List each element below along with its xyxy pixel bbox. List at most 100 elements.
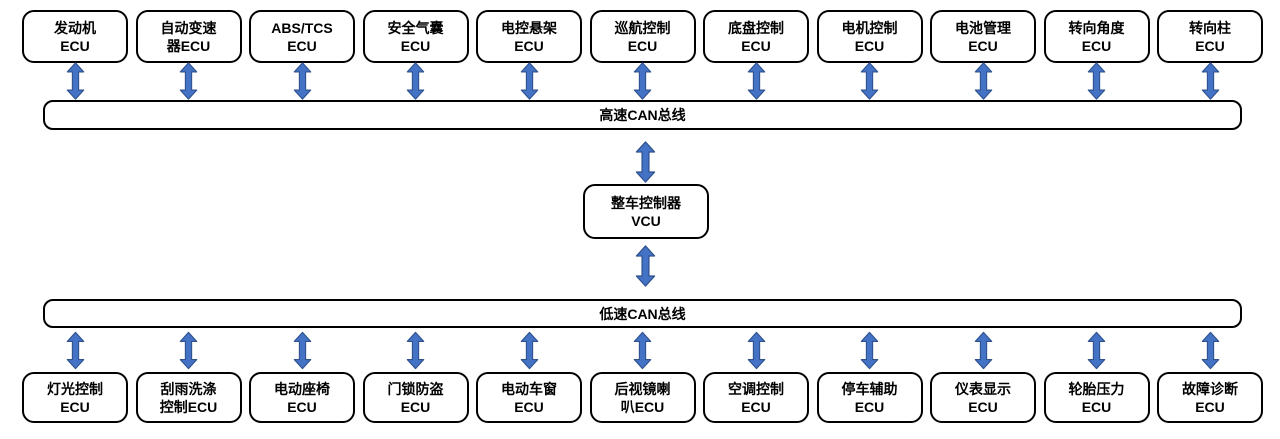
double-arrow-icon [817,62,923,100]
double-arrow-icon [635,243,656,289]
double-arrow-icon [249,331,355,370]
double-arrow-icon [476,331,582,370]
ecu-box-engine: 发动机 ECU [22,10,128,63]
double-arrow-icon [930,62,1036,100]
double-arrow-icon [476,62,582,100]
ecu-label-line: ABS/TCS [271,19,333,36]
ecu-label-line: 故障诊断 [1182,380,1238,397]
high-speed-ecu-row: 发动机 ECU 自动变速 器ECU ABS/TCS ECU 安全气囊 ECU 电… [22,10,1263,63]
ecu-label-line: ECU [741,37,771,54]
vcu-box: 整车控制器 VCU [583,184,709,239]
ecu-label-line: ECU [400,398,431,415]
ecu-box-mirror-horn: 后视镜喇 叭ECU [589,372,696,423]
ecu-box-lighting-control: 灯光控制 ECU [22,372,128,423]
ecu-label-line: ECU [1081,37,1112,54]
ecu-box-steering-angle: 转向角度 ECU [1043,10,1150,63]
double-arrow-icon [1044,62,1150,100]
double-arrow-icon [1157,331,1263,370]
ecu-label-line: ECU [627,37,658,54]
ecu-label-line: 转向柱 [1189,19,1231,36]
low-speed-can-bus: 低速CAN总线 [43,299,1242,328]
ecu-label-line: 刮雨洗涤 [160,380,217,397]
ecu-label-line: 叭ECU [620,398,665,415]
double-arrow-icon [1044,331,1150,370]
ecu-box-airbag: 安全气囊 ECU [362,10,469,63]
ecu-label-line: 轮胎压力 [1068,380,1125,397]
ecu-label-line: 空调控制 [728,380,784,397]
double-arrow-icon [703,62,809,100]
ecu-label-line: 安全气囊 [387,19,444,36]
ecu-label-line: 电控悬架 [501,19,557,36]
ecu-box-power-seat: 电动座椅 ECU [249,372,355,423]
double-arrow-icon [590,331,696,370]
double-arrow-icon [635,141,656,183]
vcu-label-line: 整车控制器 [611,194,681,211]
double-arrow-icon [363,331,469,370]
double-arrow-icon [1157,62,1263,100]
ecu-label-line: 发动机 [54,19,96,36]
ecu-label-line: ECU [400,37,431,54]
ecu-label-line: ECU [514,398,544,415]
ecu-label-line: 巡航控制 [614,19,671,36]
bus-label: 低速CAN总线 [599,305,686,322]
ecu-label-line: ECU [60,37,90,54]
low-speed-arrow-row [22,331,1263,370]
ecu-box-motor-control: 电机控制 ECU [816,10,923,63]
ecu-label-line: 仪表显示 [955,380,1011,397]
ecu-box-transmission: 自动变速 器ECU [135,10,242,63]
ecu-label-line: 器ECU [166,37,211,54]
ecu-label-line: ECU [287,398,317,415]
ecu-label-line: 底盘控制 [728,19,784,36]
double-arrow-icon [590,62,696,100]
ecu-box-suspension: 电控悬架 ECU [476,10,582,63]
ecu-label-line: 电动座椅 [274,380,330,397]
ecu-label-line: ECU [1195,398,1225,415]
double-arrow-icon [930,331,1036,370]
ecu-box-steering-column: 转向柱 ECU [1157,10,1263,63]
ecu-label-line: 后视镜喇 [614,380,671,397]
ecu-label-line: 控制ECU [159,398,218,415]
ecu-label-line: 门锁防盗 [387,380,444,397]
ecu-box-chassis-control: 底盘控制 ECU [703,10,809,63]
ecu-label-line: 电机控制 [841,19,898,36]
ecu-box-door-lock-antitheft: 门锁防盗 ECU [362,372,469,423]
double-arrow-icon [703,331,809,370]
double-arrow-icon [249,62,355,100]
bus-label: 高速CAN总线 [599,107,686,123]
ecu-label-line: ECU [741,398,771,415]
double-arrow-icon [22,62,128,100]
ecu-label-line: 灯光控制 [47,380,103,397]
ecu-label-line: 停车辅助 [841,380,898,397]
double-arrow-icon [817,331,923,370]
ecu-label-line: ECU [1081,398,1112,415]
double-arrow-icon [136,62,242,100]
ecu-box-fault-diagnostics: 故障诊断 ECU [1157,372,1263,423]
ecu-label-line: ECU [1195,37,1225,54]
vcu-label-line: VCU [631,212,661,229]
ecu-box-ac-control: 空调控制 ECU [703,372,809,423]
ecu-label-line: ECU [968,37,998,54]
ecu-box-battery-management: 电池管理 ECU [930,10,1036,63]
ecu-box-power-window: 电动车窗 ECU [476,372,582,423]
ecu-box-cruise-control: 巡航控制 ECU [589,10,696,63]
ecu-box-wiper-washer: 刮雨洗涤 控制ECU [135,372,242,423]
ecu-label-line: ECU [854,398,885,415]
ecu-label-line: ECU [968,398,998,415]
low-speed-ecu-row: 灯光控制 ECU 刮雨洗涤 控制ECU 电动座椅 ECU 门锁防盗 ECU 电动… [22,372,1263,423]
double-arrow-icon [136,331,242,370]
high-speed-arrow-row [22,62,1263,100]
high-speed-can-bus: 高速CAN总线 [43,100,1242,130]
ecu-label-line: 电池管理 [955,19,1011,36]
double-arrow-icon [363,62,469,100]
ecu-label-line: ECU [854,37,885,54]
ecu-label-line: 电动车窗 [501,380,557,397]
ecu-label-line: 转向角度 [1068,19,1125,36]
ecu-label-line: ECU [287,37,317,54]
ecu-label-line: ECU [60,398,90,415]
ecu-box-abs-tcs: ABS/TCS ECU [249,10,355,63]
ecu-label-line: ECU [514,37,544,54]
ecu-box-parking-assist: 停车辅助 ECU [816,372,923,423]
ecu-label-line: 自动变速 [160,19,217,36]
ecu-box-tire-pressure: 轮胎压力 ECU [1043,372,1150,423]
